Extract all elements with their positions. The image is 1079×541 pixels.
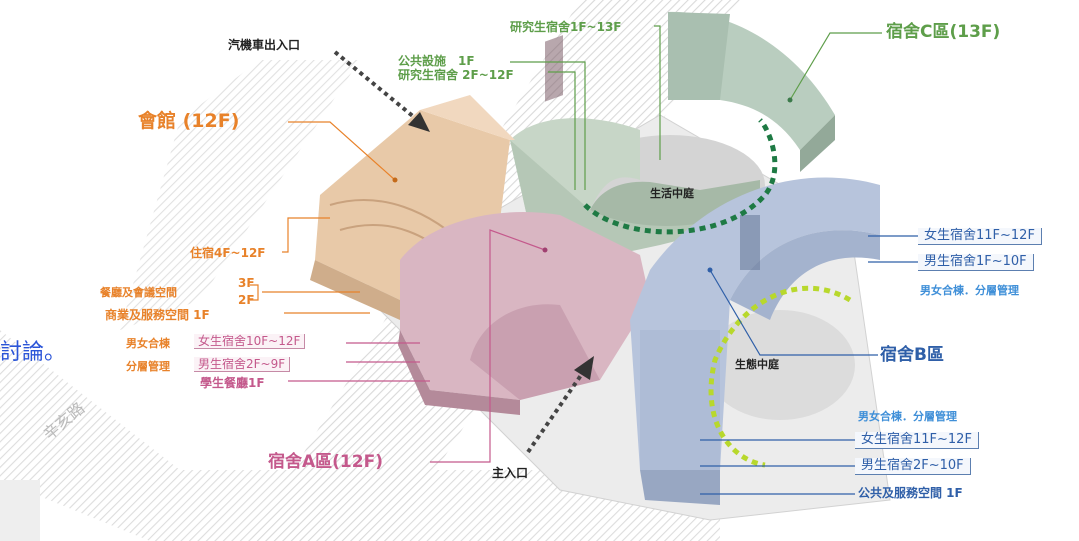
hall-label: 會館 (12F) bbox=[138, 110, 240, 132]
hatched-band-lower bbox=[0, 330, 720, 541]
hatched-band-left bbox=[120, 60, 360, 330]
vehicle-entrance-arrow-line bbox=[333, 50, 422, 124]
eco-courtyard-arc bbox=[708, 285, 852, 468]
coed-a-line2-label: 分層管理 bbox=[126, 360, 170, 373]
dorm-b-building bbox=[630, 177, 880, 505]
commerce-label: 商業及服務空間 1F bbox=[105, 308, 210, 322]
male-dorm-a-label: 男生宿舍2F~9F bbox=[194, 357, 291, 372]
eco-courtyard-floor bbox=[705, 310, 855, 420]
dorm-c-label: 宿舍C區(13F) bbox=[886, 22, 1001, 42]
vehicle-entrance-arrowhead bbox=[408, 112, 430, 132]
dorm-c-building bbox=[668, 11, 835, 172]
dining-3f-label: 3F bbox=[238, 276, 255, 290]
dorm-c-marker-dot bbox=[787, 97, 793, 103]
main-entrance-label: 主入口 bbox=[492, 466, 529, 480]
eco-court-label: 生態中庭 bbox=[735, 358, 779, 371]
dining-label: 餐廳及會議空間 bbox=[100, 286, 177, 299]
living-court-label: 生活中庭 bbox=[650, 187, 694, 200]
dorm-a-building bbox=[398, 35, 650, 415]
grad-dorm-high-label: 研究生宿舍1F~13F bbox=[510, 20, 622, 34]
main-entrance-arrowhead bbox=[574, 356, 594, 380]
dorm-b-marker-dot bbox=[707, 267, 713, 273]
vehicle-entrance-label: 汽機車出入口 bbox=[228, 38, 301, 52]
coed-b-low-label: 男女合棟．分層管理 bbox=[858, 410, 957, 423]
cutoff-text-fragment: 討論。 bbox=[0, 340, 67, 365]
grad-dorm-low-label: 研究生宿舍 2F~12F bbox=[398, 68, 514, 82]
student-dining-label: 學生餐廳1F bbox=[200, 376, 265, 390]
coed-a-line1-label: 男女合棟 bbox=[126, 337, 170, 350]
male-dorm-b-low-label: 男生宿舍2F~10F bbox=[855, 458, 971, 475]
main-entrance-arrow-line bbox=[526, 366, 588, 454]
dorm-b-label: 宿舍B區 bbox=[880, 345, 944, 365]
female-dorm-b-top-label: 女生宿舍11F~12F bbox=[918, 228, 1042, 245]
dining-2f-label: 2F bbox=[238, 293, 255, 307]
female-dorm-b-low-label: 女生宿舍11F~12F bbox=[855, 432, 979, 449]
dorm-a-label: 宿舍A區(12F) bbox=[268, 452, 383, 472]
leader-lines bbox=[250, 25, 918, 495]
hall-marker-dot bbox=[392, 177, 398, 183]
coed-b-top-label: 男女合棟．分層管理 bbox=[920, 284, 1019, 297]
public-facility-label: 公共設施 1F bbox=[398, 54, 475, 68]
dorm-a-marker-dot bbox=[542, 247, 548, 253]
left-edge-tint bbox=[0, 480, 40, 541]
public-service-label: 公共及服務空間 1F bbox=[858, 486, 963, 500]
female-dorm-a-label: 女生宿舍10F~12F bbox=[194, 334, 306, 349]
male-dorm-b-top-label: 男生宿舍1F~10F bbox=[918, 254, 1034, 271]
lodging-label: 住宿4F~12F bbox=[190, 246, 266, 260]
